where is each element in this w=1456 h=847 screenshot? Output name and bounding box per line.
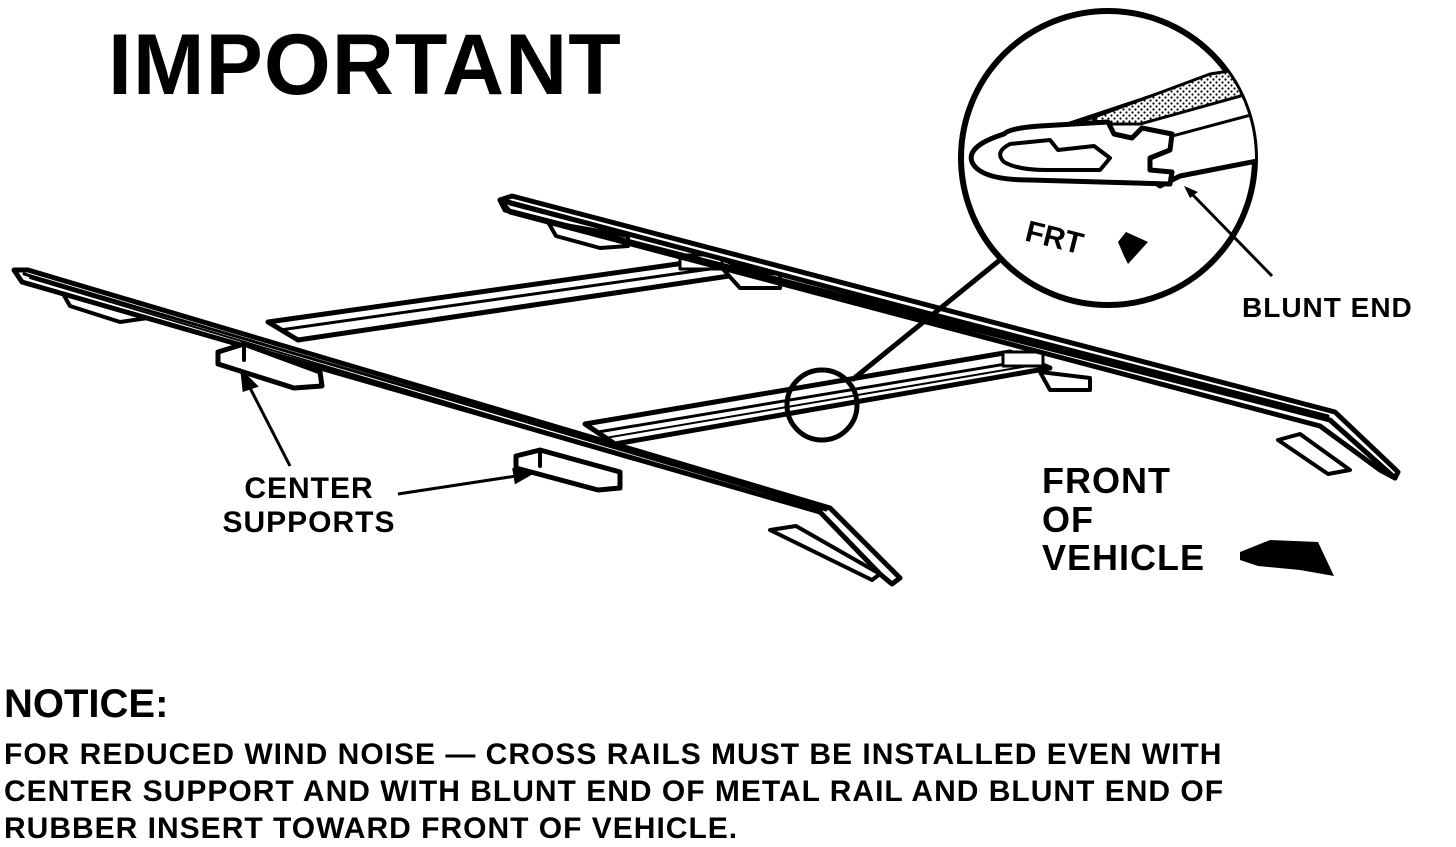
detail-callout <box>784 253 1008 443</box>
arrow-front-icon <box>1240 540 1334 576</box>
notice-line-2: CENTER SUPPORT AND WITH BLUNT END OF MET… <box>4 775 1225 808</box>
front-of-vehicle-line-2: OF <box>1042 498 1094 540</box>
arrow-frt-icon <box>1118 232 1148 264</box>
front-of-vehicle-line-1: FRONT <box>1042 460 1171 501</box>
notice-heading: NOTICE: <box>4 682 169 726</box>
center-support-front <box>513 447 623 493</box>
cross-rail-front <box>582 349 1092 447</box>
front-of-vehicle-label: FRONT OF VEHICLE <box>1042 460 1206 579</box>
notice-line-1: FOR REDUCED WIND NOISE — CROSS RAILS MUS… <box>4 738 1223 771</box>
front-of-vehicle-line-3: VEHICLE <box>1042 537 1206 579</box>
notice-line-3: RUBBER INSERT TOWARD FRONT OF VEHICLE. <box>4 812 739 845</box>
page-title: IMPORTANT <box>108 17 622 113</box>
center-supports-line-2: SUPPORTS <box>222 505 396 539</box>
cross-rail-back <box>265 253 782 343</box>
magnified-detail <box>958 8 1274 308</box>
notice-body: FOR REDUCED WIND NOISE — CROSS RAILS MUS… <box>4 736 1404 847</box>
blunt-end-label: BLUNT END <box>1242 292 1413 323</box>
side-rail-right <box>497 193 1401 481</box>
center-support-back <box>215 341 325 391</box>
pointer-arrows <box>240 367 534 496</box>
center-supports-line-1: CENTER <box>244 472 374 505</box>
center-supports-label: CENTER SUPPORTS <box>214 472 404 539</box>
